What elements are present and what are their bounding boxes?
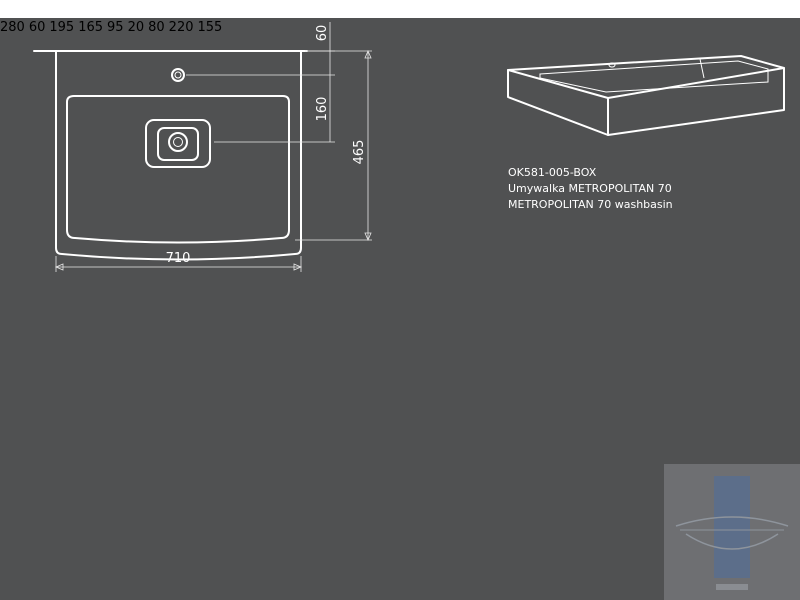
iso-bowl-edge [699,58,705,79]
dim-front-depth: 165 [78,20,104,35]
top-view: 710 60 160 465 [33,22,372,272]
drain-surround [145,119,211,168]
front-right-hole-icon: 280 60 195 165 95 [0,18,128,35]
dim-front-drain-height: 95 [107,20,124,35]
dim-bottom-spacing: 80 [148,20,165,35]
connection-detail: 20 80 [128,18,169,35]
dim-front-tap-spacing: 280 [0,20,25,35]
wall-line: 220 155 [169,18,223,35]
iso-tap-hole-icon [608,62,616,68]
side-section-back: 220 155 [169,18,223,35]
dim-top-tap-offset: 60 [315,25,330,42]
product-name-pl: Umywalka METROPOLITAN 70 [508,182,672,195]
dim-top-depth: 465 [352,140,367,165]
dim-side-depth: 220 [168,20,194,35]
dim-front-height: 195 [49,20,75,35]
top-view-bowl [66,95,290,244]
front-left-hole-icon: 280 60 195 165 95 [0,18,128,35]
drain-icon [168,132,188,152]
tap-hole-inner [174,71,182,79]
isometric-view [507,55,785,136]
front-top-edge: 280 60 195 165 95 [0,18,128,35]
side-section-outer: 220 155 [169,18,223,35]
iso-bowl-rim [539,60,769,93]
dim-front-top-offset: 60 [28,20,46,35]
front-drain-outlet: 280 60 195 165 95 [0,18,128,35]
top-view-outline [55,51,302,261]
drawing-canvas: 710 60 160 465 [33,22,785,272]
iso-outline [507,55,785,136]
dim-side-height: 155 [197,20,223,35]
dim-bottom-offset: 20 [127,20,145,35]
front-back-edge: 280 60 195 165 95 [0,18,128,35]
side-section-wall-fix: 220 155 [169,18,223,35]
tap-hole-icon [171,68,185,82]
side-section: 220 155 [169,18,223,35]
front-view: 280 60 195 165 95 [0,18,128,35]
technical-drawing-sheet: 710 60 160 465 2 [0,18,800,600]
product-name-en: METROPOLITAN 70 washbasin [508,198,673,211]
side-section-drain: 220 155 [169,18,223,35]
iso-top-front-edge [507,67,785,99]
drain-center [173,137,183,147]
drain-inner [157,127,199,161]
product-code: OK581-005-BOX [508,166,597,179]
dim-top-drain-offset: 160 [315,97,330,122]
dim-top-width: 710 [166,251,191,266]
side-section-bowl: 220 155 [169,18,223,35]
front-view-outline: 280 60 195 165 95 [0,18,128,35]
brand-watermark-icon [664,464,800,600]
